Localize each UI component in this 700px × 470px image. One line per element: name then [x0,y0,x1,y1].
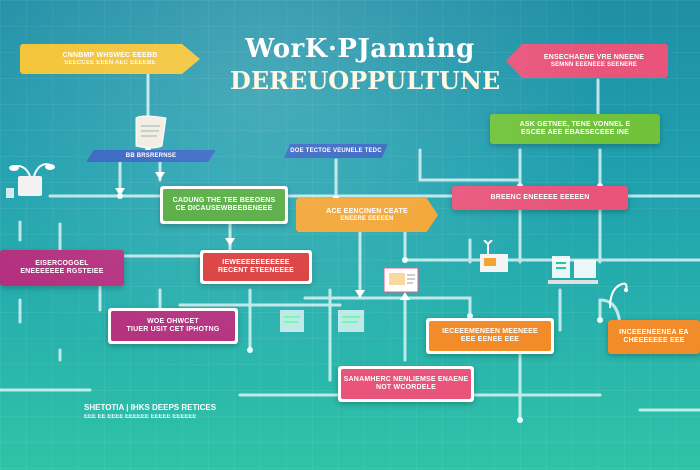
green-right-box: ASK GETNEE, TENE VONNEL E ESCEE AEE EBAE… [490,114,660,144]
title-line-1: WorK·PJanning [245,34,475,64]
bottom-left-caption: SHETOTIA | IHKS DEEPS RETICES EEE EE EEE… [84,402,244,422]
center-orange-line-2: ENEERE EEEEEN [340,215,394,222]
lower-magenta-box: WOE OHWCET TIUER USIT CET IPHOTNG [108,308,238,344]
bottom-pink-line-1: SANAMHERC NENLIEMSE ENAENE [343,375,469,383]
bottom-caption-line-1: SHETOTIA | IHKS DEEPS RETICES [84,403,217,412]
diagram-title: WorK·PJanning DEREUOPPULTUNE [230,34,501,95]
center-green-line-2: CE DICAUSEWBEEBENEEE [175,205,273,212]
top-left-banner-subtext: SEECCEE EEEN AEC EEEEBE [64,59,156,66]
center-orange-box: ACE EENCINEN CEATE ENEERE EEEEEN [296,198,438,232]
left-magenta-line-2: ENEEEEEEE RGSTEIEE [20,268,104,275]
center-red-line-1: IEWEEEEEEEEEEE [222,258,290,266]
center-red-line-2: RECENT ETEENEEEE [218,267,294,274]
green-right-line-2: ESCEE AEE EBAESECEEE INE [520,129,630,136]
bottom-pink-line-2: NOT WCORDELE [376,384,436,391]
papers-icon [280,310,364,332]
top-left-banner-text: CNNBMP WHSWEC EEEBB [62,51,158,59]
notebook-icon [383,267,419,293]
scroll-icon [135,115,167,149]
right-orange-box: INCEEENEENEA EA CHEEEEEEE EEE [608,320,700,354]
center-orange-line-1: ACE EENCINEN CEATE [326,207,408,215]
left-magenta-box: EISERCOGGEL ENEEEEEEE RGSTEIEE [0,250,124,286]
lower-magenta-line-2: TIUER USIT CET IPHOTNG [126,326,220,333]
center-red-box: IEWEEEEEEEEEEE RECENT ETEENEEEE [200,250,312,284]
right-orange-line-1: INCEEENEENEA EA [619,328,689,336]
right-pink-text: BREENC ENEEEEE EEEEEN [490,193,590,201]
left-magenta-line-1: EISERCOGGEL [35,259,89,267]
lower-orange-line-1: IECEEEMENEEN MEENEEE [442,327,538,335]
small-blue-left-text: BB BRSRERNSE [125,152,177,159]
center-green-line-1: CADUNG THE TEE BEEOENS [172,196,276,204]
small-blue-left-tag: BB BRSRERNSE [86,150,216,162]
right-pink-box: BREENC ENEEEEE EEEEEN [452,186,628,210]
small-blue-center-tag: DOE TECTOE VEUNELE TEDC [284,144,388,158]
top-right-banner-subtext: SEMNN EEENEEE SEENERE [550,61,638,68]
right-orange-line-2: CHEEEEEEE EEE [623,337,685,344]
laptop-icon [548,256,598,284]
center-green-box: CADUNG THE TEE BEEOENS CE DICAUSEWBEEBEN… [160,186,288,224]
green-right-line-1: ASK GETNEE, TENE VONNEL E [519,120,631,128]
lower-magenta-line-1: WOE OHWCET [147,317,199,325]
lower-orange-line-2: EEE EENEE EEE [460,336,520,343]
title-line-2: DEREUOPPULTUNE [230,66,501,95]
top-right-pink-banner: ENSECHAENE VRE NNEENE SEMNN EEENEEE SEEN… [506,44,668,78]
bottom-caption-line-2: EEE EE EEEE EEEEEE EEEEE EEEEEE [84,414,197,421]
small-blue-center-text: DOE TECTOE VEUNELE TEDC [290,147,382,154]
pen-icon [609,282,628,309]
lower-orange-box: IECEEEMENEEN MEENEEE EEE EENEE EEE [426,318,554,354]
plant-icon [6,163,55,198]
desk-icon [480,240,508,272]
top-left-yellow-banner: CNNBMP WHSWEC EEEBB SEECCEE EEEN AEC EEE… [20,44,200,74]
bottom-pink-box: SANAMHERC NENLIEMSE ENAENE NOT WCORDELE [338,366,474,402]
top-right-banner-text: ENSECHAENE VRE NNEENE [543,53,645,61]
